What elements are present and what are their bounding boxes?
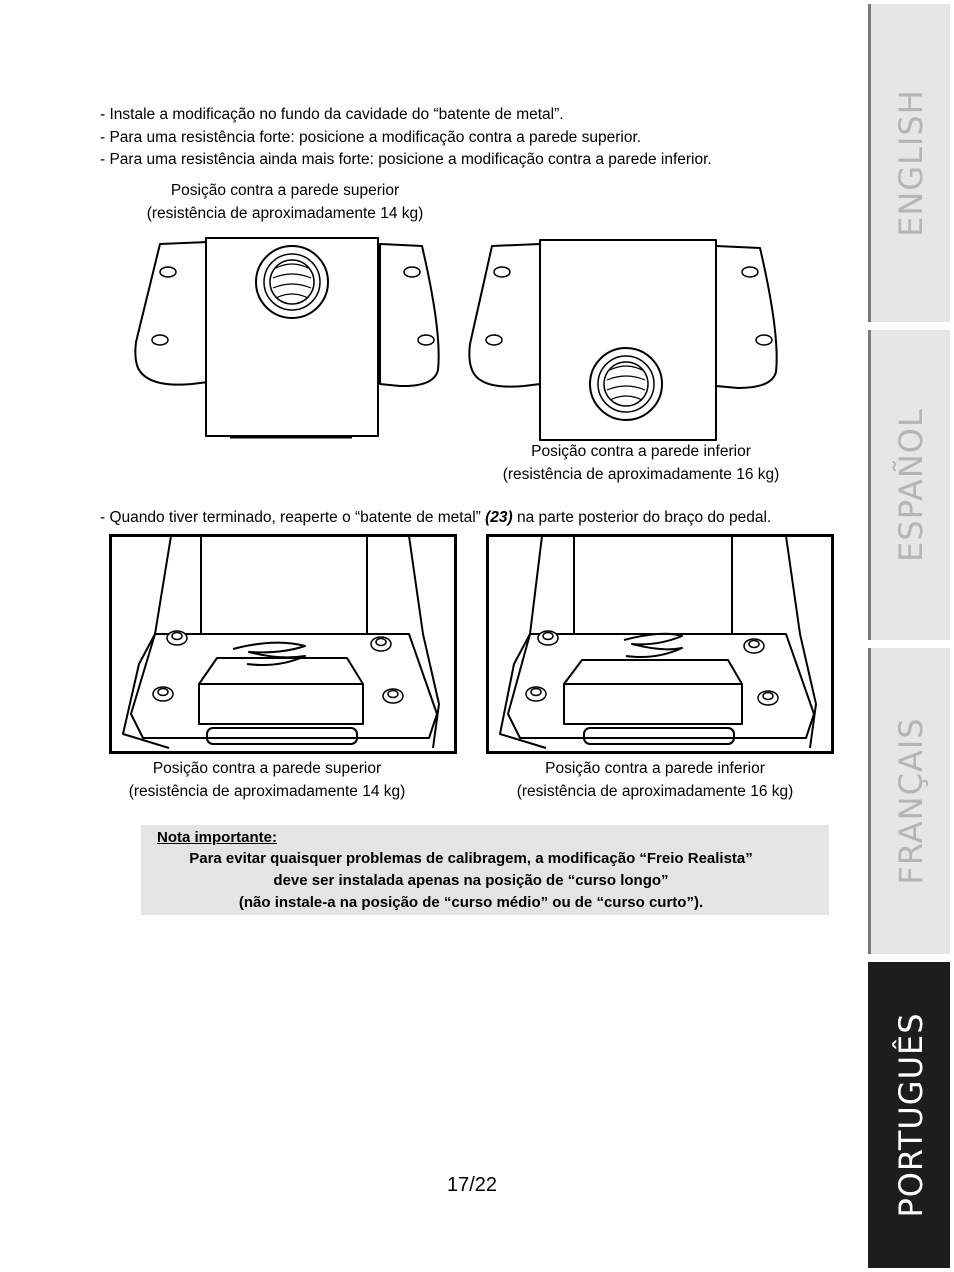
bracket-lower-position-illustration: [468, 239, 778, 441]
part-reference: (23): [485, 509, 513, 526]
tab-english[interactable]: ENGLISH: [868, 4, 950, 322]
caption-lower-wall: Posição contra a parede inferior (resist…: [502, 443, 780, 483]
caption-pedal-upper: Posição contra a parede superior (resist…: [128, 760, 406, 800]
bracket-upper-position-illustration: [134, 237, 440, 439]
intro-bullets: - Instale a modificação no fundo da cavi…: [100, 104, 712, 172]
reassembly-instruction: - Quando tiver terminado, reaperte o “ba…: [100, 509, 772, 526]
bullet-item: - Para uma resistência ainda mais forte:…: [100, 151, 712, 168]
tab-label: FRANÇAIS: [891, 717, 930, 885]
tab-francais[interactable]: FRANÇAIS: [868, 648, 950, 954]
note-line: Para evitar quaisquer problemas de calib…: [189, 850, 753, 867]
tab-portugues[interactable]: PORTUGUÊS: [868, 962, 950, 1268]
tab-label: ESPAÑOL: [891, 408, 930, 562]
caption-upper-wall: Posição contra a parede superior (resist…: [146, 182, 424, 222]
note-line: deve ser instalada apenas na posição de …: [273, 872, 669, 889]
tab-label: PORTUGUÊS: [891, 1012, 930, 1218]
pedal-upper-position-illustration: [109, 534, 457, 754]
bullet-item: - Para uma resistência forte: posicione …: [100, 128, 642, 146]
important-note: Nota importante: Para evitar quaisquer p…: [141, 825, 829, 915]
note-line: (não instale-a na posição de “curso médi…: [238, 894, 704, 911]
page-number: 17/22: [446, 1174, 498, 1196]
tab-espanol[interactable]: ESPAÑOL: [868, 330, 950, 640]
pedal-lower-position-illustration: [486, 534, 834, 754]
caption-pedal-lower: Posição contra a parede inferior (resist…: [516, 760, 794, 800]
note-title: Nota importante:: [157, 829, 277, 846]
bullet-item: - Instale a modificação no fundo da cavi…: [100, 106, 564, 123]
tab-label: ENGLISH: [891, 89, 930, 237]
